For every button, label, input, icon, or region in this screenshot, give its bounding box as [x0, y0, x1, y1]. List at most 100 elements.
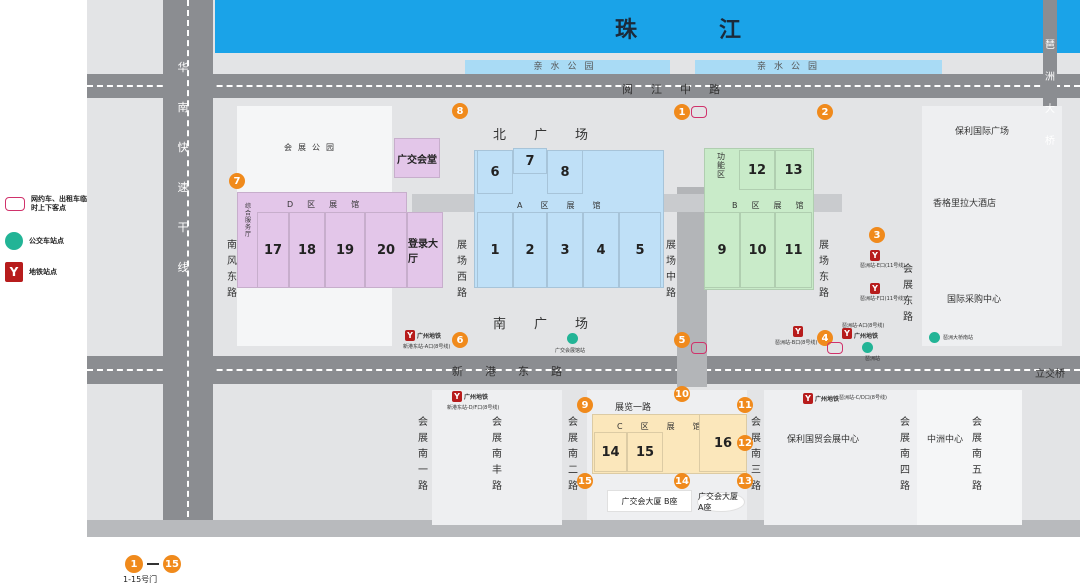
hall-6[interactable]: 6: [477, 150, 513, 194]
huizhan-park-label: 会展公园: [284, 143, 340, 152]
metro-icon[interactable]: Y: [405, 330, 415, 341]
gate-13[interactable]: 13: [737, 473, 753, 489]
hz-west-label: 展场西路: [457, 240, 467, 299]
huanan-label: 华南快速干线: [177, 61, 189, 274]
hall-3[interactable]: 3: [547, 212, 583, 288]
gongneng-label: 功能区: [717, 152, 725, 179]
gate-7[interactable]: 7: [229, 173, 245, 189]
bus-bridge-label: 琶洲大桥南站: [943, 335, 974, 341]
gate-2[interactable]: 2: [817, 104, 833, 120]
hall-19[interactable]: 19: [325, 212, 365, 288]
gate-15[interactable]: 15: [577, 473, 593, 489]
hz-east-label: 展场东路: [819, 240, 829, 299]
zhongzhou-label: 中洲中心: [927, 435, 964, 445]
hall-13[interactable]: 13: [775, 150, 812, 190]
taxi-icon[interactable]: [691, 342, 707, 354]
yuejiang-label: 阅江中路: [622, 83, 738, 96]
legend-gates-caption: 1-15号门: [123, 575, 158, 584]
station-pazhou-b: 琶洲站-B口(8号线): [775, 340, 818, 346]
metro-icon[interactable]: Y: [793, 326, 803, 337]
hall-4[interactable]: 4: [583, 212, 619, 288]
metro-icon[interactable]: Y: [870, 250, 880, 261]
poly-plaza-label: 保利国际广场: [955, 127, 1010, 137]
hall-5[interactable]: 5: [619, 212, 661, 288]
bus-icon[interactable]: [862, 342, 873, 353]
gate-10[interactable]: 10: [674, 386, 690, 402]
metro-icon[interactable]: Y: [870, 283, 880, 294]
block-zhongzhou: [917, 390, 1022, 525]
legend-gates: 1 15: [125, 555, 181, 573]
gate-12[interactable]: 12: [737, 435, 753, 451]
station-pazhou-a: 琶洲站-A口(8号线): [842, 323, 885, 329]
hall-2[interactable]: 2: [513, 212, 547, 288]
intl-purchase-label: 国际采购中心: [947, 295, 1002, 305]
yuejiang-road-lane: [87, 85, 1080, 87]
legend-metro-text: 地铁站点: [29, 267, 57, 276]
gate-icon: 1: [125, 555, 143, 573]
hall-11[interactable]: 11: [775, 212, 812, 288]
hall-7[interactable]: 7: [513, 148, 547, 174]
hall-12[interactable]: 12: [739, 150, 775, 190]
gate-11[interactable]: 11: [737, 397, 753, 413]
canton-hall: 广交会堂: [394, 138, 440, 178]
hall-17[interactable]: 17: [257, 212, 289, 288]
bus-icon: [5, 232, 23, 250]
metro-icon[interactable]: Y: [452, 391, 462, 402]
park-left: 亲水公园: [465, 60, 670, 74]
taxi-icon[interactable]: [691, 106, 707, 118]
huanan-expressway-lane: [187, 0, 189, 537]
station-pazhou-f: 琶洲站-F口(11号线): [860, 296, 905, 302]
metro-icon[interactable]: Y: [842, 328, 852, 339]
hall-8[interactable]: 8: [547, 150, 583, 194]
hz-mid-label: 展场中路: [666, 240, 676, 299]
hall-15[interactable]: 15: [627, 432, 663, 472]
hall-9[interactable]: 9: [704, 212, 740, 288]
shangri-la-label: 香格里拉大酒店: [933, 199, 997, 209]
hall-20[interactable]: 20: [365, 212, 407, 288]
zone-a-label: A区展馆: [517, 201, 619, 210]
hz-nanfeng-label: 会展南丰路: [492, 417, 502, 492]
station-pazhou-c: 琶洲站-C/D口(8号线): [839, 395, 887, 401]
legend-taxi: 网约车、出租车临时上下客点: [5, 195, 87, 213]
south-plaza-label: 南广场: [493, 317, 617, 332]
gate-3[interactable]: 3: [869, 227, 885, 243]
legend-taxi-text: 网约车、出租车临时上下客点: [31, 195, 87, 212]
bus-icon[interactable]: [567, 333, 578, 344]
hz-nan5-label: 会展南五路: [972, 417, 982, 492]
deng-lu-hall: 登录大厅: [407, 212, 443, 288]
river-label-2: 江: [719, 18, 744, 43]
legend-metro: Y 地铁站点: [5, 262, 57, 282]
hall-1[interactable]: 1: [477, 212, 513, 288]
hall-10[interactable]: 10: [740, 212, 775, 288]
metro-brand: 广州地铁: [815, 396, 840, 403]
hall-16[interactable]: 16: [699, 414, 747, 472]
gate-1[interactable]: 1: [674, 104, 690, 120]
gate-icon: 15: [163, 555, 181, 573]
north-plaza-label: 北广场: [493, 128, 617, 143]
gate-8[interactable]: 8: [452, 103, 468, 119]
zonghe-label: 综合服务厅: [244, 203, 251, 238]
bus-icon[interactable]: [929, 332, 940, 343]
hz-mid-road: [677, 187, 707, 387]
zone-d-label: D区展馆: [287, 200, 374, 209]
hall-18[interactable]: 18: [289, 212, 325, 288]
station-pazhou-e: 琶洲站-E口(11号线): [860, 263, 906, 269]
gate-14[interactable]: 14: [674, 473, 690, 489]
metro-icon[interactable]: Y: [803, 393, 813, 404]
hz-nan3-label: 会展南三路: [751, 417, 761, 492]
metro-brand: 广州地铁: [417, 333, 442, 340]
gate-6[interactable]: 6: [452, 332, 468, 348]
station-xingang-d: 新港东站-D/F口(8号线): [447, 405, 500, 411]
xingang-label: 新港东路: [452, 365, 584, 378]
metro-icon: Y: [5, 262, 23, 282]
gate-9[interactable]: 9: [577, 397, 593, 413]
bus-pazhou-label: 琶洲站: [865, 356, 881, 362]
taxi-icon[interactable]: [827, 342, 843, 354]
legend-bus-text: 公交车站点: [29, 236, 64, 245]
xingang-road-lane: [87, 369, 1080, 371]
taxi-icon: [5, 197, 25, 211]
building-a: 广交会大厦 A座: [697, 492, 745, 512]
hall-14[interactable]: 14: [594, 432, 627, 472]
bus-canton-label: 广交会展馆站: [555, 348, 586, 354]
gate-5[interactable]: 5: [674, 332, 690, 348]
